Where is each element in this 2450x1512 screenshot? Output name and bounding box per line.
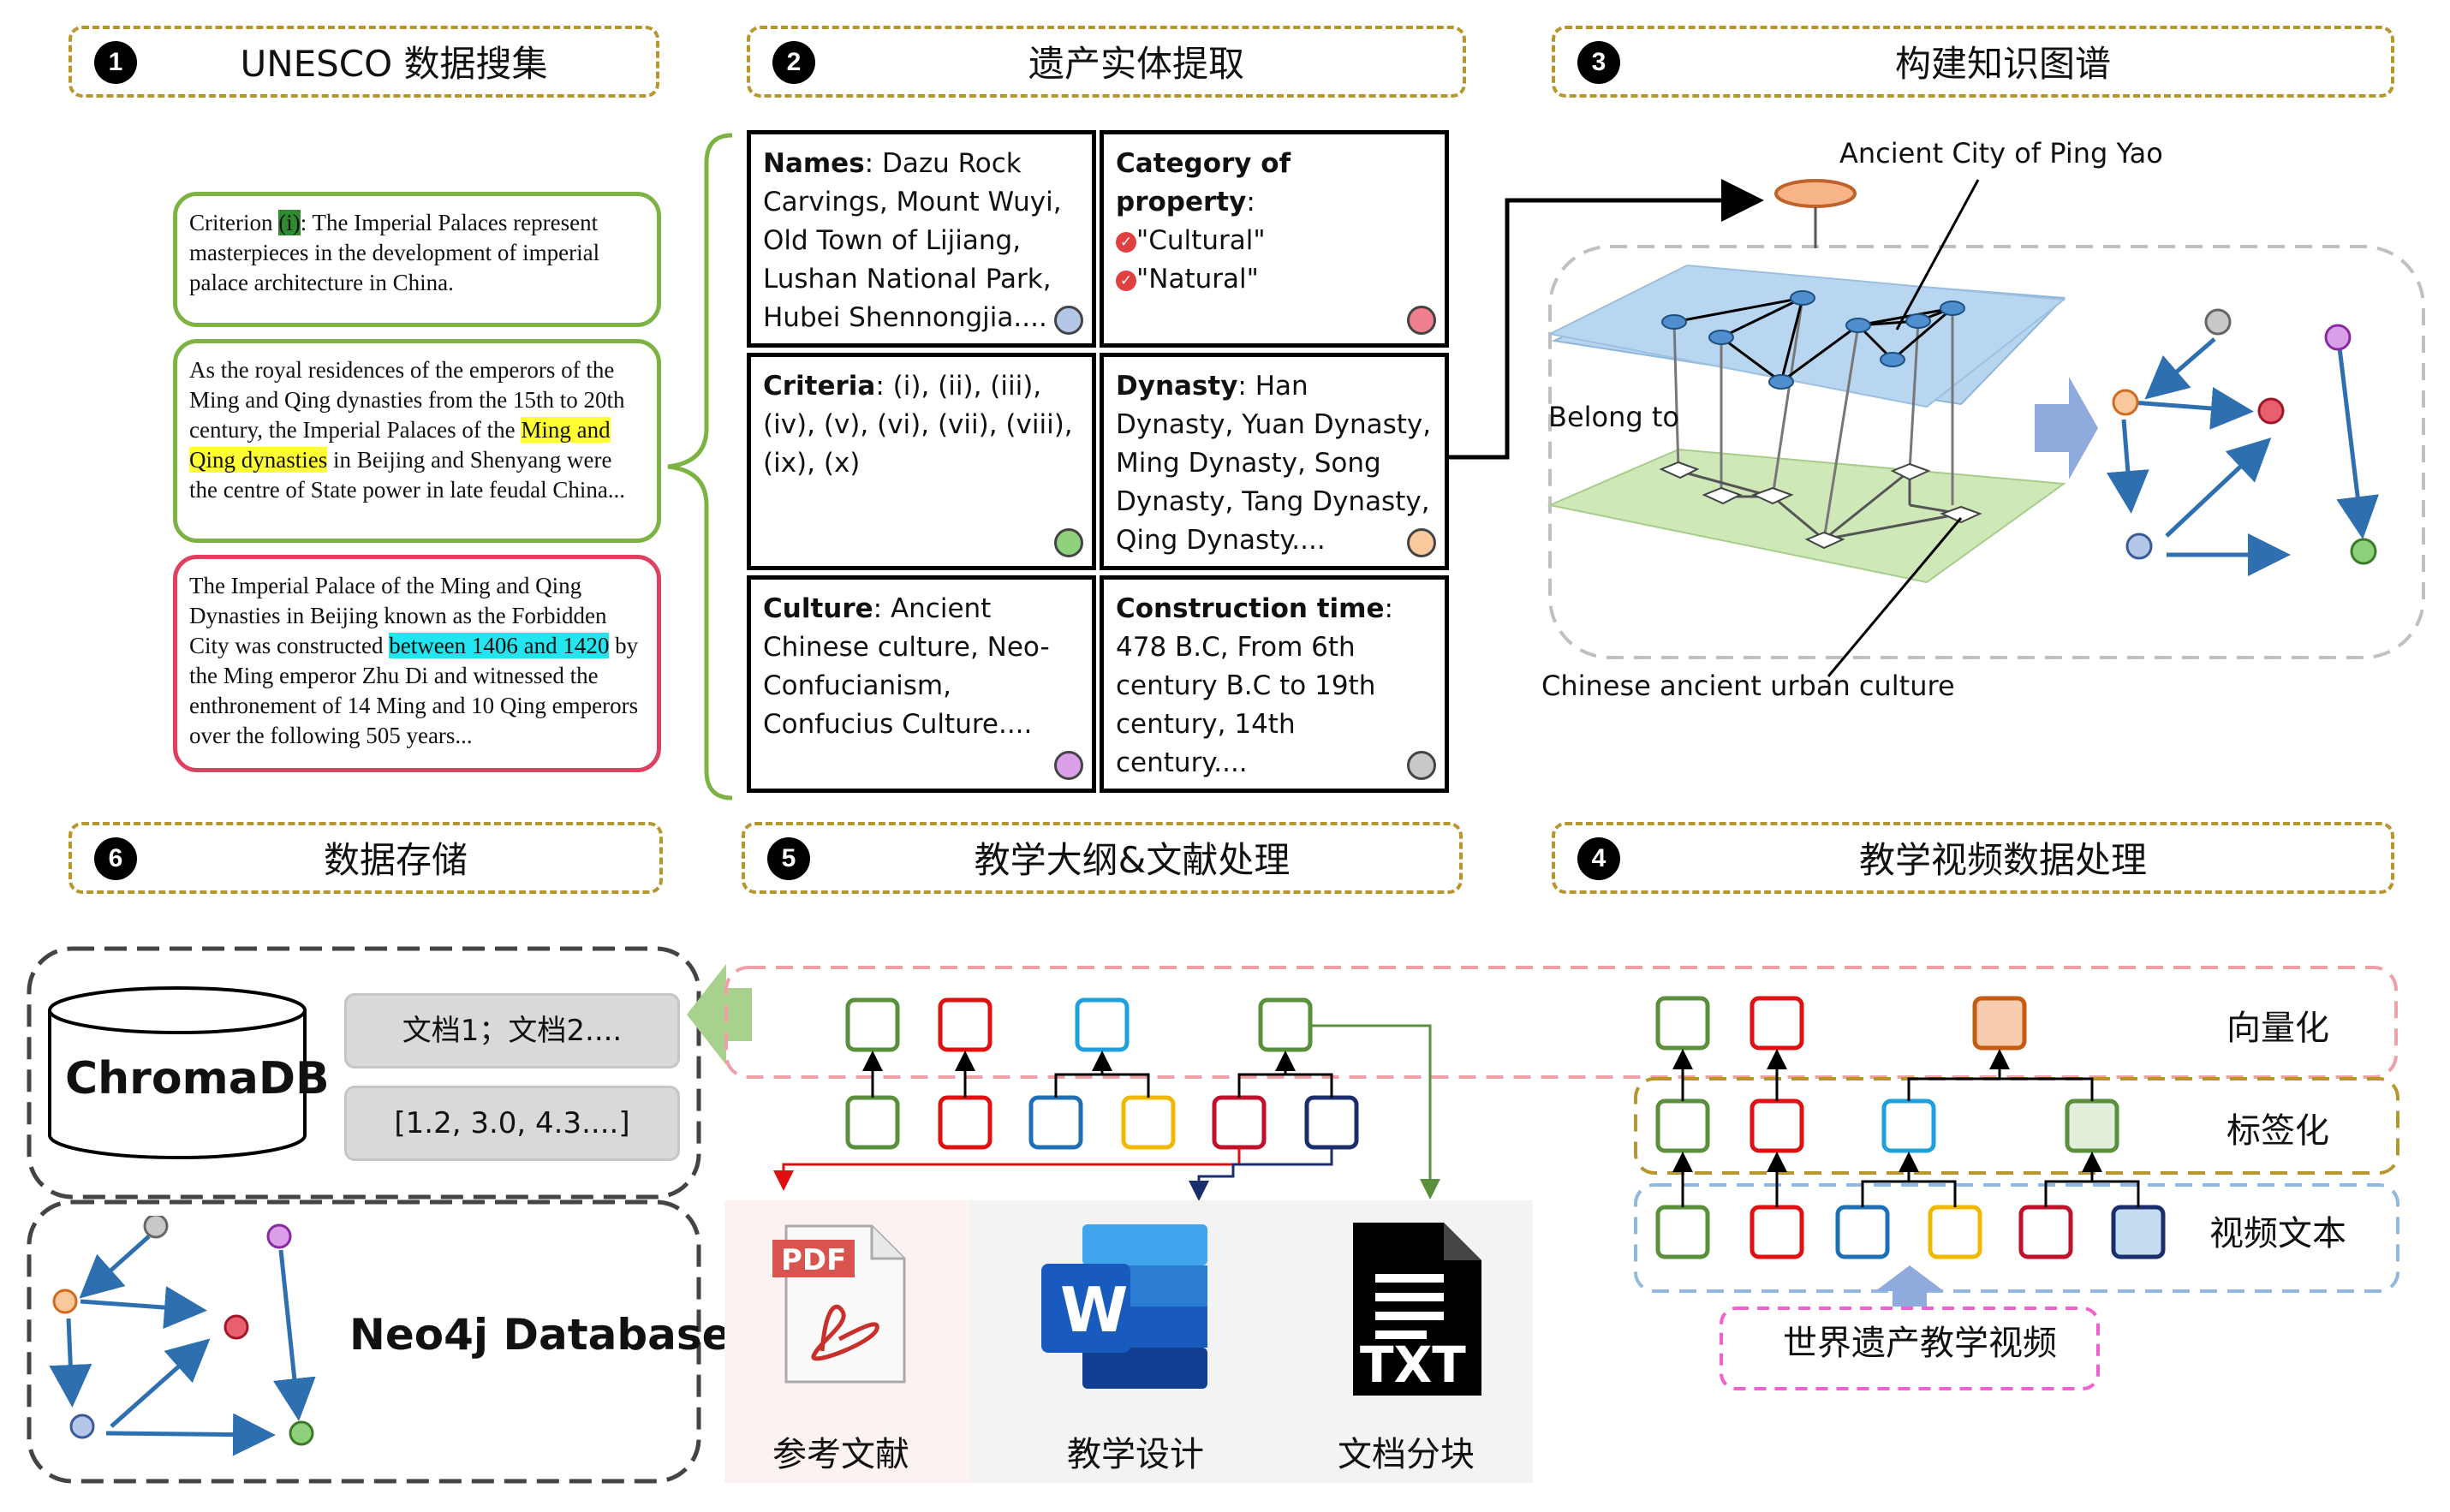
entity-key: Criteria [763,371,876,402]
entity-value: : Ancient Chinese culture, Neo-Confucian… [763,593,1050,740]
entity-key: Dynasty [1116,371,1238,402]
word-caption: 教学设计 [1067,1435,1204,1474]
quote-text: The Imperial Palace of the Ming and Qing… [189,573,607,658]
entity-key: Category of property [1116,148,1291,217]
step-5-header: 5 教学大纲&文献处理 [742,822,1463,894]
pdf-file-icon [772,1224,906,1384]
video-text-label: 视频文本 [2209,1214,2346,1253]
entity-key: Names [763,148,865,179]
step-title: UNESCO 数据搜集 [240,43,548,85]
step-title: 遗产实体提取 [1028,43,1244,85]
step-number-badge: 3 [1577,41,1620,84]
step-3-header: 3 构建知识图谱 [1552,26,2394,98]
step-number-badge: 5 [767,837,810,880]
step-number-badge: 4 [1577,837,1620,880]
quote-text: Criterion [189,210,279,235]
neo4j-graph-icon [49,1216,316,1456]
step-title: 数据存储 [323,839,468,881]
step-title: 教学视频数据处理 [1858,839,2147,881]
knowledge-graph-diagram [1449,179,2425,677]
dynasty-quote: As the royal residences of the emperors … [173,339,661,543]
criterion-highlight: (i) [278,210,301,235]
ingest-arrow [687,964,752,1065]
step-title: 构建知识图谱 [1894,43,2111,85]
kg-bottom-label: Chinese ancient urban culture [1541,670,1955,702]
grouping-brace [667,133,733,801]
quote-text: : The Imperial Palaces represent masterp… [189,210,600,295]
video-source-label: 世界遗产教学视频 [1783,1324,2057,1363]
kg-belong-label: Belong to [1548,401,1679,433]
criteria-cell: Criteria: (i), (ii), (iii), (iv), (v), (… [747,353,1096,570]
entity-value: : Dazu Rock Carvings, Mount Wuyi, Old To… [763,148,1062,333]
storage-frames [27,946,701,1484]
vectorize-label: 向量化 [2226,1009,2329,1048]
step-6-header: 6 数据存储 [69,822,663,894]
syllabus-tree [724,966,2398,1201]
check-icon: ✓ [1116,270,1136,291]
step-1-header: 1 UNESCO 数据搜集 [69,26,659,98]
construction-quote: The Imperial Palace of the Ming and Qing… [173,555,661,772]
word-letter: W [1060,1274,1129,1346]
culture-cell: Culture: Ancient Chinese culture, Neo-Co… [747,575,1096,793]
entity-key: Culture [763,593,873,624]
vector-store: [1.2, 3.0, 4.3....] [344,1086,680,1161]
quote-text: in Beijing and Shenyang were the centre … [189,447,626,503]
entity-key: Construction time [1116,593,1385,624]
step-number-badge: 1 [94,41,137,84]
construction-highlight: between 1406 and 1420 [389,633,610,658]
step-number-badge: 2 [772,41,815,84]
txt-caption: 文档分块 [1338,1435,1475,1474]
entity-value: : 478 B.C, From 6th century B.C to 19th … [1116,593,1393,778]
documents-store: 文档1；文档2.... [344,993,680,1069]
entity-color-dot [1407,528,1436,557]
entity-value: : (i), (ii), (iii), (iv), (v), (vi), (vi… [763,371,1073,479]
category-option: "Natural" [1136,264,1259,295]
construction-cell: Construction time: 478 B.C, From 6th cen… [1100,575,1449,793]
entity-key: : [1246,187,1255,217]
entity-color-dot [1054,306,1083,335]
quote-text: by the Ming emperor Zhu Di and witnessed… [189,633,639,748]
kg-top-label: Ancient City of Ping Yao [1839,137,2163,170]
chromadb-label: ChromaDB [65,1053,330,1104]
check-icon: ✓ [1116,231,1136,253]
entity-color-dot [1407,751,1436,780]
entity-color-dot [1054,751,1083,780]
quote-text: As the royal residences of the emperors … [189,357,625,443]
pdf-badge: PDF [781,1243,847,1277]
category-option: "Cultural" [1136,225,1266,256]
dynasty-cell: Dynasty: Han Dynasty, Yuan Dynasty, Ming… [1100,353,1449,570]
criterion-quote: Criterion (i): The Imperial Palaces repr… [173,192,661,327]
entity-color-dot [1054,528,1083,557]
step-2-header: 2 遗产实体提取 [747,26,1466,98]
txt-file-icon [1353,1223,1481,1396]
labeling-label: 标签化 [2226,1111,2329,1151]
step-number-badge: 6 [94,837,137,880]
entity-value: : Han Dynasty, Yuan Dynasty, Ming Dynast… [1116,371,1432,556]
video-tree [1634,996,2399,1390]
txt-badge: TXT [1360,1336,1466,1394]
category-cell: Category of property: ✓"Cultural" ✓"Natu… [1100,130,1449,348]
pdf-caption: 参考文献 [772,1435,909,1474]
word-file-icon [1041,1224,1207,1389]
step-4-header: 4 教学视频数据处理 [1552,822,2394,894]
names-cell: Names: Dazu Rock Carvings, Mount Wuyi, O… [747,130,1096,348]
database-cylinder-icon [48,986,307,1159]
entity-color-dot [1407,306,1436,335]
neo4j-label: Neo4j Database [349,1310,731,1360]
step-title: 教学大纲&文献处理 [974,839,1291,881]
